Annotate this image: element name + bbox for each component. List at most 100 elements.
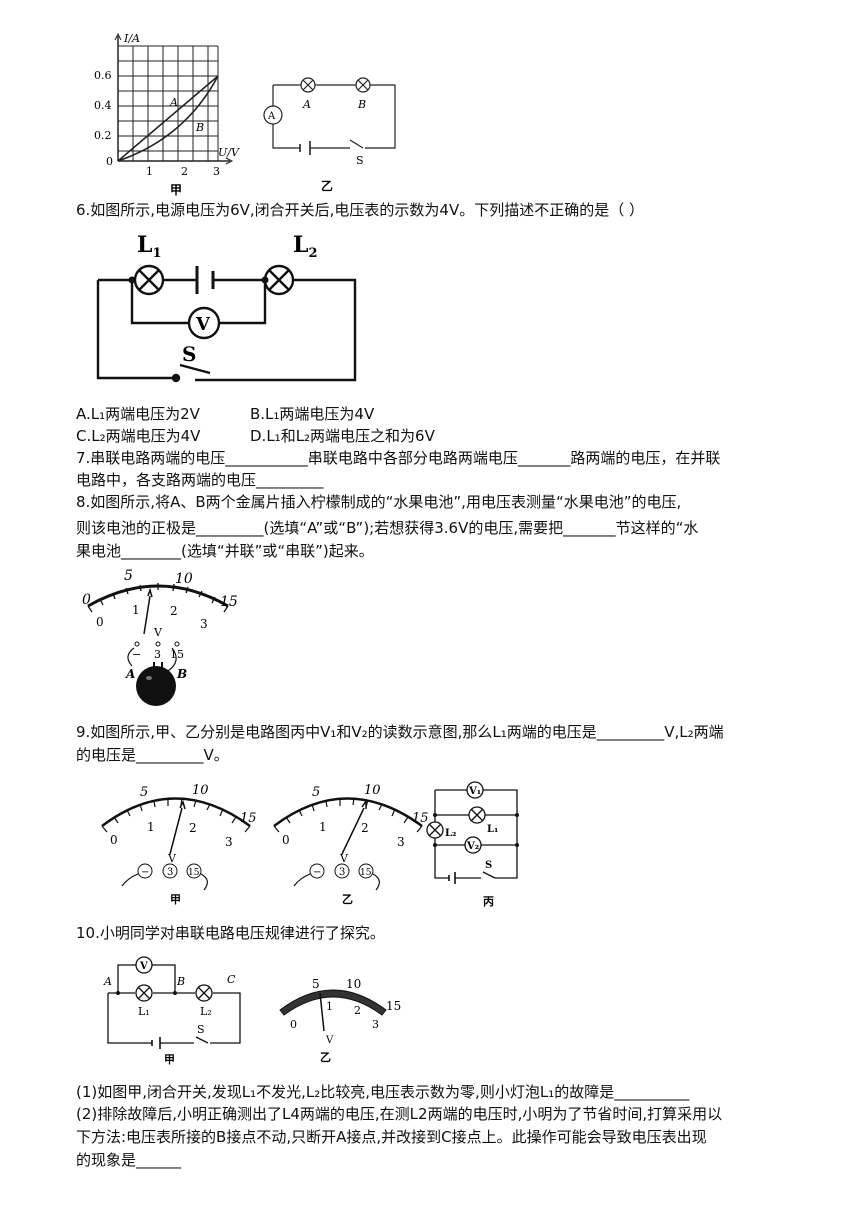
- q9-line-1: 9.如图所示,甲、乙分别是电路图丙中V₁和V₂的读数示意图,那么L₁两端的电压是…: [76, 723, 724, 741]
- q9b-term-neg: −: [313, 867, 321, 878]
- q8-term-3: 3: [154, 648, 161, 661]
- circuit-lamp-b-label: B: [357, 98, 366, 111]
- q7-line-1: 7.串联电路两端的电压___________串联电路中各部分电路两端电压____…: [76, 449, 721, 467]
- q8-scale-top: 5: [124, 568, 133, 584]
- q9-meter-yi: 5 10 15 0 1 2 3 V − 3 15 乙: [273, 783, 429, 906]
- q6-l2-label: L2: [293, 232, 318, 261]
- q9b-term-15: 15: [360, 868, 372, 878]
- q9-line-2: 的电压是_________V。: [76, 746, 229, 764]
- q9a-scale-bottom: 3: [225, 835, 233, 849]
- graph-caption: 甲: [170, 183, 182, 197]
- graph-curve-a-label: A: [169, 96, 178, 109]
- q9b-scale-bottom: 3: [397, 835, 405, 849]
- q10a-l2-label: L₂: [200, 1005, 212, 1018]
- graph-x-label: U/V: [218, 146, 240, 159]
- q10-meter-yi: 5 10 15 0 1 2 3 V 乙: [279, 977, 401, 1064]
- q8-scale-top: 0: [82, 592, 91, 608]
- q9a-caption: 甲: [170, 893, 181, 906]
- q9b-scale-top: 5: [312, 785, 320, 800]
- q10-part-2-line-2: 下方法:电压表所接的B接点不动,只断开A接点,并改接到C接点上。此操作可能会导致…: [76, 1128, 707, 1146]
- q8-v-label: V: [153, 626, 163, 639]
- q8-scale-bottom: 1: [132, 603, 140, 617]
- q10b-v-label: V: [325, 1035, 334, 1046]
- q9a-scale-bottom: 2: [189, 821, 197, 835]
- q9c-v1-label: V₁: [468, 786, 481, 797]
- q8-line-3: 果电池________(选填“并联”或“串联”)起来。: [76, 542, 374, 560]
- q9a-scale-bottom: 1: [147, 820, 155, 834]
- graph-y-tick: 0.2: [94, 129, 112, 142]
- q10a-v-label: V: [139, 961, 148, 972]
- q8-scale-top: 10: [175, 571, 193, 587]
- q8-line-1: 8.如图所示,将A、B两个金属片插入柠檬制成的“水果电池”,用电压表测量“水果电…: [76, 493, 682, 511]
- q10-part-1: (1)如图甲,闭合开关,发现L₁不发光,L₂比较亮,电压表示数为零,则小灯泡L₁…: [76, 1083, 690, 1101]
- graph-y-label: I/A: [123, 32, 140, 45]
- q6-option-b: B.L₁两端电压为4V: [250, 405, 375, 423]
- q10b-scale-bottom: 3: [372, 1018, 379, 1031]
- q9b-scale-bottom: 2: [361, 821, 369, 835]
- q9b-scale-top: 15: [412, 811, 429, 826]
- q8-line-2: 则该电池的正极是_________(选填“A”或“B”);若想获得3.6V的电压…: [76, 519, 699, 537]
- q9b-scale-top: 10: [364, 783, 381, 798]
- q10b-scale-top: 5: [312, 977, 320, 991]
- q8-electrode-a: A: [125, 667, 135, 681]
- q6-voltmeter-label: V: [195, 314, 211, 335]
- q8-term-15: 15: [170, 648, 184, 661]
- q9a-term-15: 15: [188, 868, 200, 878]
- q10a-s-label: S: [197, 1023, 205, 1036]
- q7-line-2: 电路中，各支路两端的电压_________: [76, 471, 324, 489]
- circuit-lamp-a-label: A: [302, 98, 311, 111]
- q9a-scale-top: 5: [140, 785, 148, 800]
- q10b-scale-top: 10: [346, 977, 361, 991]
- q9b-v-label: V: [339, 852, 349, 865]
- q9a-scale-top: 15: [240, 811, 257, 826]
- q9c-v2-label: V₂: [466, 841, 479, 852]
- q9b-scale-bottom: 1: [319, 820, 327, 834]
- q9c-s-label: S: [485, 860, 492, 871]
- q8-scale-bottom: 2: [170, 604, 178, 618]
- q9b-scale-bottom: 0: [282, 833, 290, 847]
- graph-y-tick: 0: [106, 155, 113, 168]
- q8-scale-bottom: 0: [96, 615, 104, 629]
- q10-circuit-jia: V A B C L₁ L₂ S 甲: [103, 956, 241, 1066]
- q10-stem: 10.小明同学对串联电路电压规律进行了探究。: [76, 924, 385, 942]
- q8-term-neg: −: [132, 648, 141, 661]
- q6-stem: 6.如图所示,电源电压为6V,闭合开关后,电压表的示数为4V。下列描述不正确的是…: [76, 201, 644, 219]
- q6-l1-label: L1: [137, 232, 162, 261]
- q9b-caption: 乙: [342, 893, 353, 906]
- graph-x-tick: 1: [146, 165, 153, 178]
- q10a-a-label: A: [103, 975, 112, 988]
- q10b-scale-bottom: 1: [326, 1000, 333, 1013]
- q10a-b-label: B: [176, 975, 185, 988]
- q8-lemon-battery-figure: 0 5 10 15 0 1 2 3 V − 3 15 A B: [82, 568, 238, 706]
- q8-scale-top: 15: [220, 594, 238, 610]
- q9b-term-3: 3: [339, 867, 345, 878]
- q9-meter-jia: 5 10 15 0 1 2 3 V − 3 15 甲: [101, 783, 257, 906]
- q8-scale-bottom: 3: [200, 617, 208, 631]
- q8-electrode-b: B: [176, 667, 187, 681]
- q9a-scale-top: 10: [192, 783, 209, 798]
- q10-part-2-line-1: (2)排除故障后,小明正确测出了L4两端的电压,在测L2两端的电压时,小明为了节…: [76, 1105, 723, 1123]
- q9a-v-label: V: [167, 852, 177, 865]
- q9-circuit-bing: V₁ L₁ L₂ V₂ S 丙: [426, 781, 519, 908]
- graph-curve-b-label: B: [195, 121, 204, 134]
- q10-part-2-line-3: 的现象是______: [76, 1151, 182, 1169]
- q10b-scale-bottom: 2: [354, 1004, 361, 1017]
- lemon-icon: [136, 666, 176, 706]
- q6-option-a: A.L₁两端电压为2V: [76, 405, 200, 423]
- q10b-caption: 乙: [320, 1051, 331, 1064]
- q6-option-d: D.L₁和L₂两端电压之和为6V: [250, 427, 435, 445]
- graph-y-tick: 0.6: [94, 69, 112, 82]
- q6-switch-label: S: [182, 342, 196, 366]
- q9c-caption: 丙: [483, 895, 494, 908]
- graph-x-tick: 2: [181, 165, 188, 178]
- graph-x-tick: 3: [213, 165, 220, 178]
- q9a-term-3: 3: [167, 867, 173, 878]
- series-circuit-ammeter: A A B S 乙: [263, 77, 396, 193]
- graph-y-tick: 0.4: [94, 99, 112, 112]
- iu-graph: I/A U/V 0.6 0.4 0.2 0 1 2 3 A B 甲: [94, 32, 240, 197]
- q10a-caption: 甲: [164, 1053, 175, 1066]
- q9a-term-neg: −: [141, 867, 149, 878]
- circuit-ammeter-label: A: [267, 111, 276, 122]
- q9c-l2-label: L₂: [445, 828, 456, 839]
- q6-circuit: L1 L2 V S: [96, 232, 357, 383]
